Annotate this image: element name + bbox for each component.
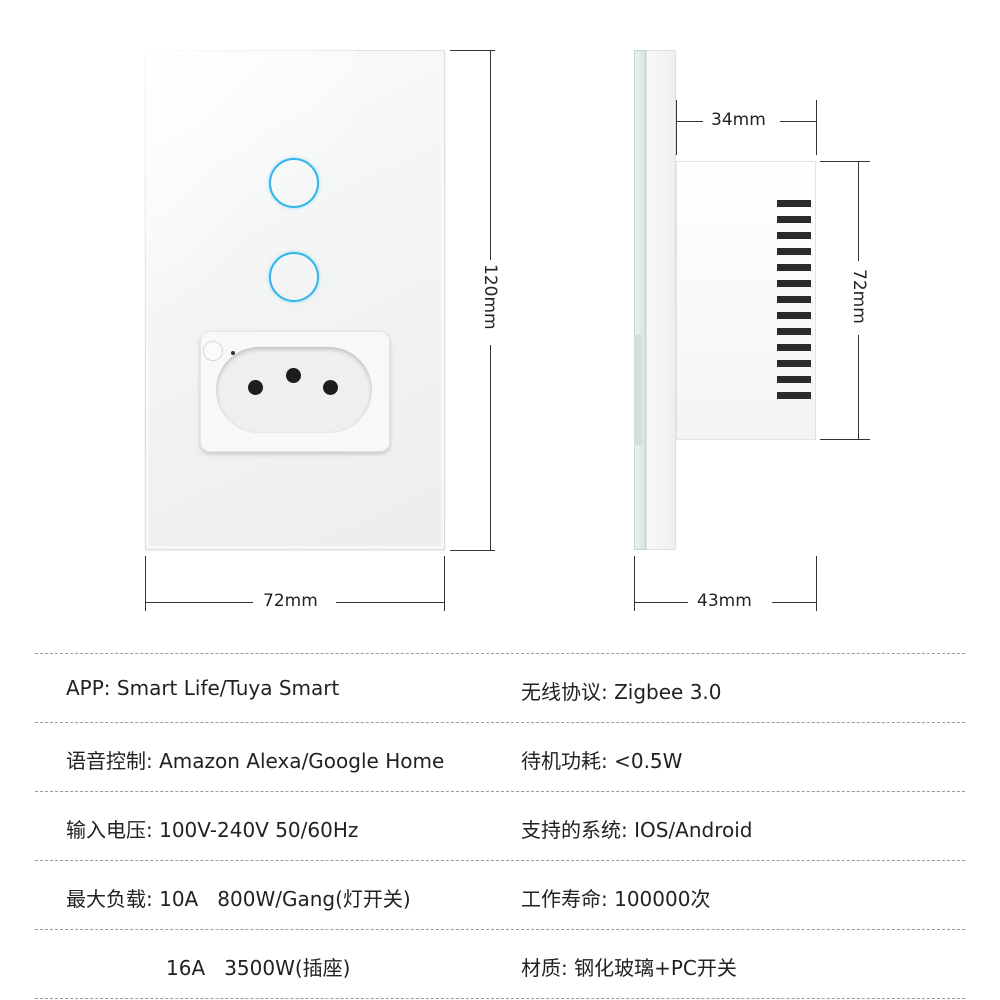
spec-socket-load: 16A 3500W(插座) xyxy=(166,956,351,980)
vent-slot xyxy=(777,280,811,287)
side-frame xyxy=(646,50,676,550)
vent-slot xyxy=(777,360,811,367)
vent-slot xyxy=(777,232,811,239)
width-dimension-line-left xyxy=(145,602,253,603)
spec-standby-power: 待机功耗: <0.5W xyxy=(521,749,683,773)
width-extension-left xyxy=(145,556,146,611)
spec-supported-systems: 支持的系统: IOS/Android xyxy=(521,818,753,842)
socket-pin-center xyxy=(286,368,301,383)
touch-button-2[interactable] xyxy=(269,252,319,302)
spec-material: 材质: 钢化玻璃+PC开关 xyxy=(521,956,737,980)
vent-slot xyxy=(777,392,811,399)
body-height-line-bottom xyxy=(858,335,859,439)
divider xyxy=(35,860,965,861)
divider xyxy=(35,722,965,723)
vent-slot xyxy=(777,264,811,271)
socket-pin-left xyxy=(248,380,263,395)
spec-voice-control: 语音控制: Amazon Alexa/Google Home xyxy=(66,749,445,773)
touch-button-1[interactable] xyxy=(269,158,319,208)
side-body-depth-label: 34mm xyxy=(711,110,766,130)
height-extension-top xyxy=(450,50,495,51)
depth-dimension-line-right xyxy=(780,121,816,122)
total-depth-extension-right xyxy=(816,556,817,611)
side-clip xyxy=(634,335,642,445)
vent-slot xyxy=(777,248,811,255)
socket-pin-right xyxy=(323,380,338,395)
depth-dimension-line-left xyxy=(676,121,703,122)
vent-slot xyxy=(777,200,811,207)
front-width-label: 72mm xyxy=(263,591,318,611)
divider xyxy=(35,791,965,792)
side-glass-edge xyxy=(634,50,646,550)
height-extension-bottom xyxy=(450,550,495,551)
socket-reset-button[interactable] xyxy=(203,341,223,361)
width-dimension-line-right xyxy=(336,602,444,603)
divider xyxy=(35,929,965,930)
front-height-label: 120mm xyxy=(480,264,500,330)
spec-input-voltage: 输入电压: 100V-240V 50/60Hz xyxy=(66,818,359,842)
side-total-depth-label: 43mm xyxy=(697,591,752,611)
spec-wireless-protocol: 无线协议: Zigbee 3.0 xyxy=(521,680,722,704)
side-body-height-label: 72mm xyxy=(849,269,869,324)
socket-face xyxy=(216,347,372,433)
spec-max-load: 最大负载: 10A 800W/Gang(灯开关) xyxy=(66,887,411,911)
body-height-line-top xyxy=(858,161,859,261)
depth-extension-left xyxy=(676,100,677,155)
height-dimension-line-bottom xyxy=(490,345,491,550)
depth-extension-right xyxy=(816,100,817,155)
total-depth-line-right xyxy=(772,602,816,603)
vent-slot xyxy=(777,376,811,383)
body-height-extension-bottom xyxy=(820,439,870,440)
spec-app: APP: Smart Life/Tuya Smart xyxy=(66,676,340,700)
body-height-extension-top xyxy=(820,161,870,162)
spec-lifespan: 工作寿命: 100000次 xyxy=(521,887,711,911)
vent-slot xyxy=(777,312,811,319)
vent-slot xyxy=(777,216,811,223)
divider xyxy=(35,653,965,654)
vent-slot xyxy=(777,328,811,335)
height-dimension-line-top xyxy=(490,50,491,260)
width-extension-right xyxy=(444,556,445,611)
vent-slot xyxy=(777,344,811,351)
total-depth-extension-left xyxy=(634,556,635,611)
vent-slot xyxy=(777,296,811,303)
indicator-led xyxy=(231,351,235,355)
divider xyxy=(35,998,965,999)
total-depth-line-left xyxy=(634,602,688,603)
